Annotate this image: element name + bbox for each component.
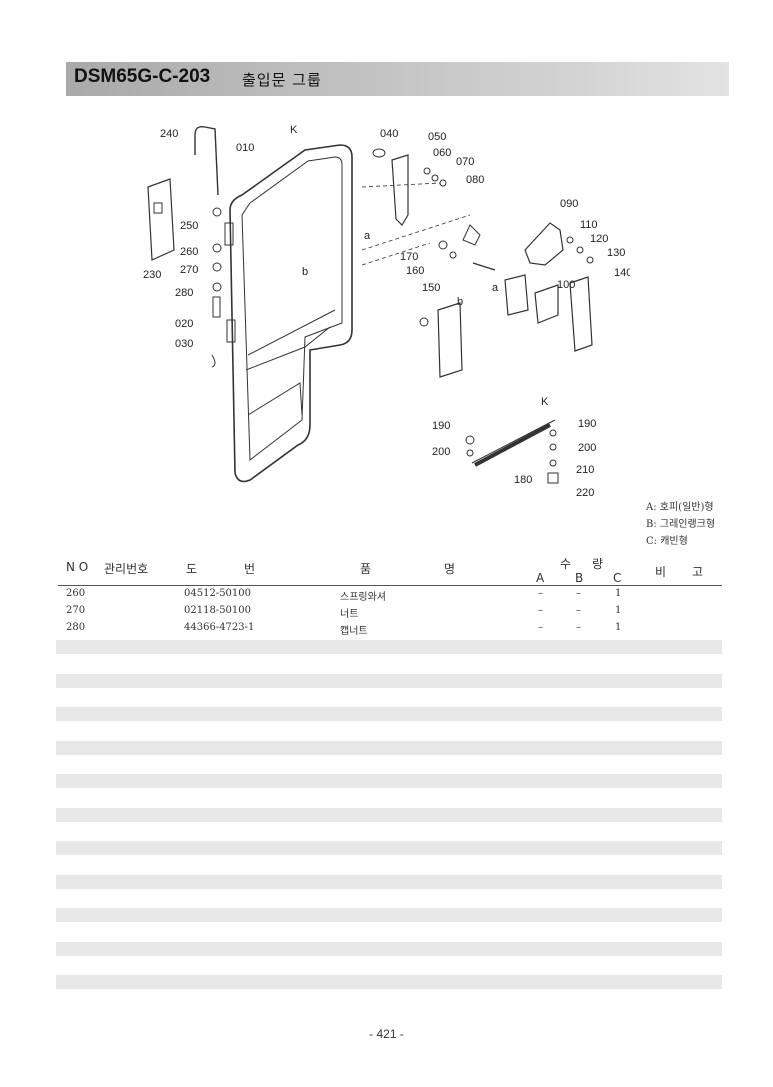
label-170: 170: [400, 251, 418, 263]
title-bar: DSM65G-C-203 출입문 그룹: [66, 62, 729, 96]
label-100: 100: [557, 279, 575, 291]
label-190-left: 190: [432, 420, 450, 432]
plate-100: [504, 274, 529, 316]
row-qty-c: 1: [615, 605, 622, 616]
group-name: 출입문 그룹: [242, 71, 322, 89]
label-240: 240: [160, 128, 178, 140]
label-k-bottom: K: [541, 396, 549, 408]
label-110: 110: [580, 219, 598, 231]
row-name: 너트: [340, 609, 359, 620]
row-drawing: 02118-50100: [184, 605, 252, 616]
col-item-2: 명: [444, 562, 456, 576]
header-divider: [58, 585, 722, 586]
table-band: [56, 908, 722, 922]
plate-lower: [437, 302, 463, 378]
label-220: 220: [576, 487, 594, 499]
label-230: 230: [143, 269, 161, 281]
table-row: 260 04512-50100 스프링와셔 – – 1: [0, 588, 773, 603]
diagram-labels: 240 010 K 040 050 060 070 080 090 110 12…: [143, 124, 630, 499]
col-qty-b: B: [575, 571, 584, 585]
label-190-right: 190: [578, 418, 596, 430]
table-band: [56, 875, 722, 889]
label-090: 090: [560, 198, 578, 210]
group-code: DSM65G-C-203: [74, 66, 211, 87]
table-band: [56, 808, 722, 822]
label-140: 140: [614, 267, 630, 279]
label-200-left: 200: [432, 446, 450, 458]
part-230: [147, 178, 175, 261]
col-remark-2: 고: [692, 565, 704, 579]
table-band: [56, 674, 722, 688]
table-row: 270 02118-50100 너트 – – 1: [0, 605, 773, 620]
label-260: 260: [180, 246, 198, 258]
row-qty-b: –: [576, 622, 581, 633]
row-qty-c: 1: [615, 588, 622, 599]
row-qty-b: –: [576, 605, 581, 616]
col-qty-c: C: [613, 571, 622, 585]
row-name: 스프링와셔: [340, 592, 386, 603]
table-band: [56, 841, 722, 855]
row-no: 270: [66, 605, 86, 616]
exploded-parts-diagram: 240 010 K 040 050 060 070 080 090 110 12…: [143, 124, 630, 499]
row-qty-a: –: [538, 622, 543, 633]
label-280: 280: [175, 287, 193, 299]
col-mgmt: 관리번호: [104, 562, 149, 576]
label-150: 150: [422, 282, 440, 294]
col-drawing-2: 번: [244, 562, 256, 576]
row-drawing: 04512-50100: [184, 588, 252, 599]
row-drawing: 44366-4723-1: [184, 622, 255, 633]
row-qty-a: –: [538, 605, 543, 616]
label-070: 070: [456, 156, 474, 168]
col-qty-2: 량: [592, 557, 604, 571]
table-band: [56, 741, 722, 755]
col-qty-a: A: [536, 571, 545, 585]
gas-strut-180: [474, 423, 551, 467]
legend-a: A: 호피(일반)형: [646, 502, 714, 513]
label-010: 010: [236, 142, 254, 154]
latch-040: [391, 154, 409, 226]
bracket-090: [524, 222, 564, 266]
label-250: 250: [180, 220, 198, 232]
door-frame: [229, 144, 353, 483]
row-qty-c: 1: [615, 622, 622, 633]
label-160: 160: [406, 265, 424, 277]
label-200-right: 200: [578, 442, 596, 454]
page-number: - 421 -: [369, 1027, 404, 1041]
label-130: 130: [607, 247, 625, 259]
label-210: 210: [576, 464, 594, 476]
row-no: 260: [66, 588, 86, 599]
label-020: 020: [175, 318, 193, 330]
label-b-left: b: [302, 266, 308, 278]
table-band: [56, 707, 722, 721]
label-k-top: K: [290, 124, 298, 136]
col-remark-1: 비: [655, 565, 667, 579]
col-no: N O: [66, 560, 89, 574]
table-band: [56, 774, 722, 788]
col-qty-1: 수: [560, 557, 572, 571]
label-180: 180: [514, 474, 532, 486]
label-120: 120: [590, 233, 608, 245]
label-060: 060: [433, 147, 451, 159]
label-b-right: b: [457, 296, 463, 308]
row-name: 캡너트: [340, 626, 368, 637]
label-030: 030: [175, 338, 193, 350]
label-a-left: a: [364, 230, 371, 242]
legend-b: B: 그레인랭크형: [646, 519, 716, 530]
col-drawing-1: 도: [186, 562, 198, 576]
table-band: [56, 975, 722, 989]
label-050: 050: [428, 131, 446, 143]
table-row: 280 44366-4723-1 캡너트 – – 1: [0, 622, 773, 637]
table-band: [56, 640, 722, 654]
row-qty-a: –: [538, 588, 543, 599]
handle-240: [194, 125, 219, 196]
label-a-right: a: [492, 282, 499, 294]
label-040: 040: [380, 128, 398, 140]
table-band: [56, 942, 722, 956]
legend-c: C: 캐빈형: [646, 536, 688, 547]
label-080: 080: [466, 174, 484, 186]
row-no: 280: [66, 622, 86, 633]
row-qty-b: –: [576, 588, 581, 599]
col-item-1: 품: [360, 562, 372, 576]
label-270: 270: [180, 264, 198, 276]
